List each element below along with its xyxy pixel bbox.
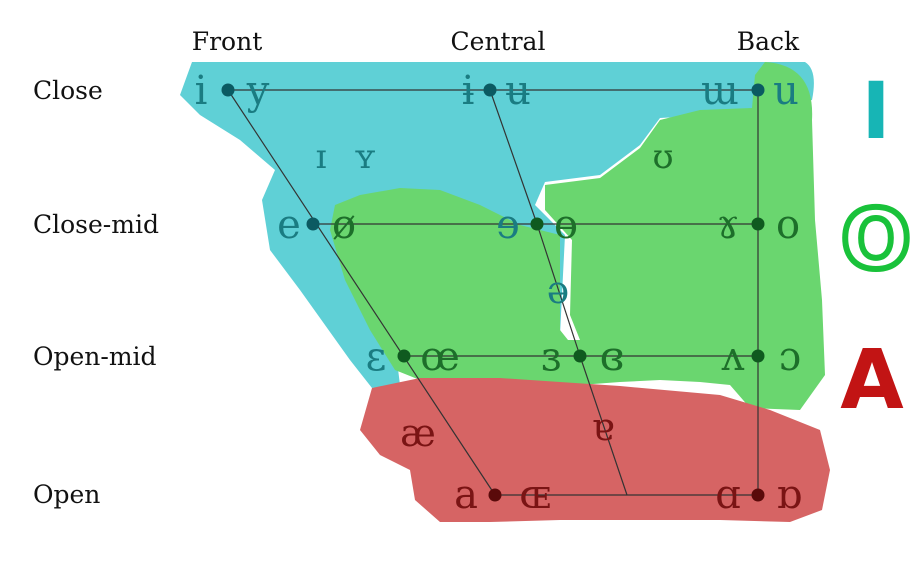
open-region xyxy=(360,378,830,522)
vowel-close-front-unrounded: i xyxy=(195,68,208,114)
vowel-near-open-front-unrounded: æ xyxy=(400,411,436,455)
vowel-open-mid-back-unrounded: ʌ xyxy=(721,334,745,380)
mid-region xyxy=(330,62,825,410)
regions xyxy=(180,62,830,522)
dot-close-mid-back xyxy=(751,217,765,231)
vowel-open-front-rounded: ɶ xyxy=(519,472,551,518)
column-label-back: Back xyxy=(737,27,800,56)
central-line-mid xyxy=(536,223,581,357)
vowel-near-close-front-unrounded: ɪ xyxy=(316,137,327,177)
dot-open-mid-front xyxy=(397,349,411,363)
vowel-close-mid-central-rounded: ɵ xyxy=(554,202,578,248)
dot-open-back xyxy=(751,488,765,502)
vowel-close-central-unrounded: ɨ xyxy=(462,68,475,114)
vowel-open-mid-central-unrounded: ɜ xyxy=(541,334,561,380)
dot-open-mid-back xyxy=(751,349,765,363)
row-label-open-mid: Open-mid xyxy=(33,342,157,371)
vowel-open-mid-central-rounded: ɞ xyxy=(600,334,625,380)
row-label-close: Close xyxy=(33,76,103,105)
legend-close-glyph: I xyxy=(861,67,890,157)
vowel-open-mid-front-unrounded: ɛ xyxy=(366,334,387,380)
vowel-open-mid-back-rounded: ɔ xyxy=(779,334,801,380)
dot-close-back xyxy=(751,83,765,97)
column-label-central: Central xyxy=(451,27,546,56)
column-label-front: Front xyxy=(192,27,263,56)
vowel-near-open-central: ɐ xyxy=(592,405,615,449)
vowel-open-front-unrounded: a xyxy=(454,472,478,518)
vowel-close-mid-central-unrounded: ɘ xyxy=(496,202,520,248)
vowel-close-mid-front-rounded: ø xyxy=(332,202,356,248)
dot-close-mid-central xyxy=(530,217,544,231)
vowel-close-front-rounded: y xyxy=(246,68,270,114)
vowel-near-close-back-rounded: ʊ xyxy=(652,137,673,177)
vowel-open-back-rounded: ɒ xyxy=(776,472,802,518)
dot-close-front xyxy=(221,83,235,97)
dot-open-front xyxy=(488,488,502,502)
front-edge-line xyxy=(227,89,496,496)
vowel-open-mid-front-rounded: œ xyxy=(420,334,460,380)
central-line-lower xyxy=(579,355,628,496)
vowel-close-mid-front-unrounded: e xyxy=(277,202,301,248)
vowel-close-mid-back-unrounded: ɤ xyxy=(717,202,740,248)
row-label-open: Open xyxy=(33,480,100,509)
dot-open-mid-central xyxy=(573,349,587,363)
row-label-close-mid: Close-mid xyxy=(33,210,159,239)
vowel-close-back-rounded: u xyxy=(773,68,799,114)
dot-close-mid-front xyxy=(306,217,320,231)
vowel-open-back-unrounded: ɑ xyxy=(715,472,741,518)
vowel-close-back-unrounded: ɯ xyxy=(701,68,739,114)
central-line-upper xyxy=(489,89,538,225)
vowel-dots xyxy=(221,83,765,502)
vowel-close-mid-back-rounded: o xyxy=(776,202,800,248)
vowel-near-close-front-rounded: ʏ xyxy=(354,137,376,177)
dot-close-central xyxy=(483,83,497,97)
vowel-close-central-rounded: ʉ xyxy=(505,68,531,114)
legend-open-glyph: A xyxy=(840,333,904,428)
vowel-mid-central: ə xyxy=(547,268,570,312)
legend-mid-glyph: O xyxy=(841,193,911,288)
